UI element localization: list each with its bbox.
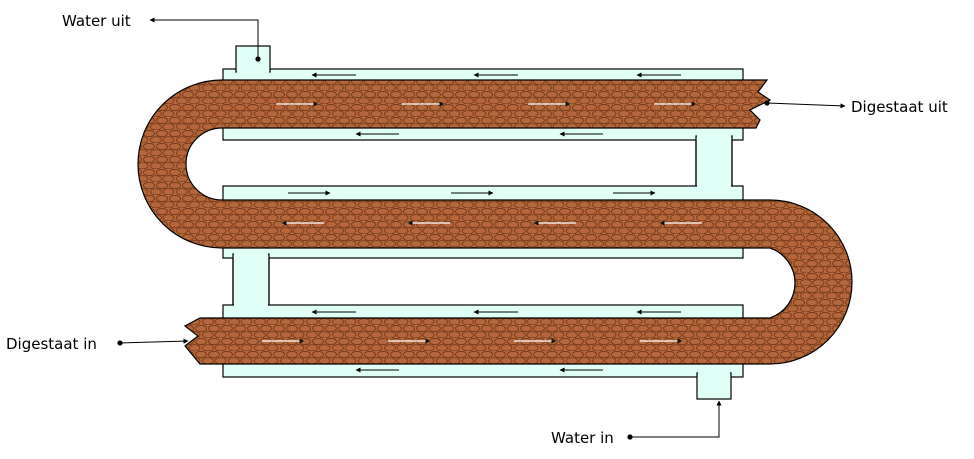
digestate-out-leader [766, 102, 846, 109]
digestate-in-leader [119, 338, 189, 344]
flow-arrows [288, 72, 681, 373]
water-connector-left [232, 253, 270, 311]
digestate-out-label: Digestaat uit [851, 98, 948, 116]
digestate-in-label: Digestaat in [6, 335, 97, 353]
water-in-label: Water in [551, 429, 614, 447]
leader-dots [117, 56, 770, 440]
water-out-label: Water uit [62, 12, 131, 30]
water-out-leader [149, 17, 259, 59]
water-connector-edges [232, 140, 733, 305]
digestate-flow-arrows [262, 101, 702, 344]
leader-lines [119, 17, 846, 438]
digestate-tube [137, 79, 853, 365]
water-connector-right [695, 135, 733, 191]
water-in-leader [630, 400, 722, 438]
